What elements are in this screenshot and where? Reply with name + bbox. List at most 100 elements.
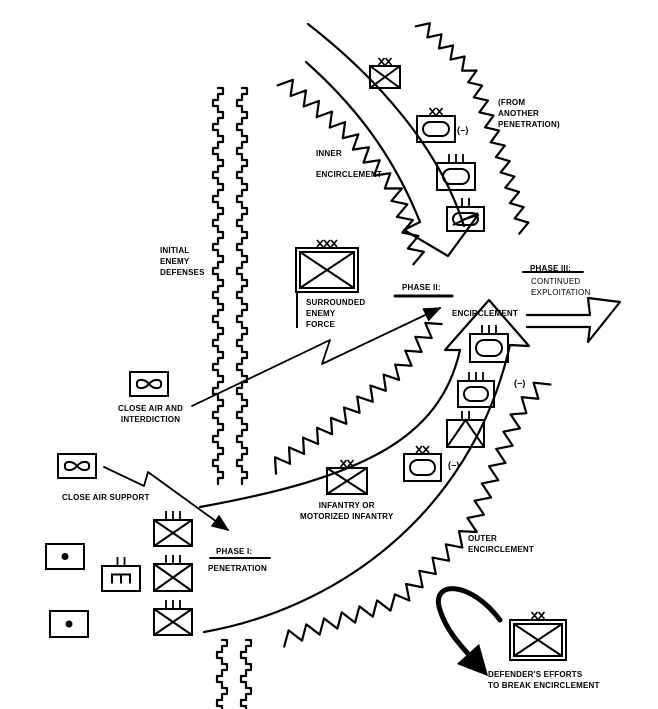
infantry-cross-icon (369, 65, 401, 89)
defender-line2: TO BREAK ENCIRCLEMENT (488, 681, 600, 690)
from-line3: PENETRATION) (498, 120, 560, 129)
phase2-heading: PHASE II: (402, 283, 441, 292)
outer-encirclement-arrow (198, 298, 552, 648)
unit-frame (416, 115, 456, 143)
unit-frame (129, 371, 169, 397)
outer-line1: OUTER (468, 534, 497, 543)
surrounded-enemy-corps-symbol (295, 239, 359, 293)
defenses-line3: DEFENSES (160, 268, 205, 277)
unit-frame (326, 467, 368, 495)
enemy-defense-line-left-lower (215, 638, 229, 709)
unit-frame (101, 565, 141, 592)
phase1-heading: PHASE I: (216, 547, 253, 556)
penetration-infantry-1-symbol (153, 511, 193, 547)
outer-armor-regiment-2-symbol (457, 372, 495, 408)
inner-armor-regiment-symbol (436, 154, 476, 191)
phase3-line2: EXPLOITATION (531, 288, 591, 297)
enemy-defense-line-left (211, 86, 225, 486)
close-air-support-label: CLOSE AIR SUPPORT (62, 493, 150, 502)
reduced-marker-outer: (–) (514, 378, 526, 388)
phase3-line1: CONTINUED (531, 277, 581, 286)
armor-oval-icon (409, 459, 436, 476)
unit-frame (57, 453, 97, 479)
from-line1: (FROM (498, 98, 526, 107)
armor-oval-icon (463, 386, 489, 402)
defenses-line2: ENEMY (160, 257, 190, 266)
cai-line2: INTERDICTION (120, 415, 181, 424)
inner-encirclement-label: INNER ENCIRCLEMENT (316, 148, 382, 180)
outer-line2: ENCIRCLEMENT (468, 545, 534, 554)
unit-frame (403, 453, 442, 482)
phase3-heading: PHASE III: (530, 264, 572, 273)
air-aviation-2-symbol (57, 453, 97, 479)
outer-armor-regiment-1-symbol (469, 325, 509, 363)
defender-division-symbol (509, 611, 567, 661)
infantry-line1: INFANTRY OR (318, 501, 375, 510)
air-aviation-1-symbol (129, 371, 169, 397)
inner-encirclement-zigzag (276, 78, 425, 266)
surrounded-line1: SURROUNDED (306, 298, 366, 307)
reserve-unit-2-symbol (49, 610, 89, 638)
reduced-marker-armor: (–) (448, 460, 460, 470)
infantry-cross-icon (153, 563, 193, 592)
reserve-unit-1-symbol (45, 543, 85, 570)
unit-frame (446, 206, 485, 232)
unit-dot-icon (61, 553, 69, 560)
airborne-chevron-icon (446, 418, 485, 448)
infantry-cross-icon (513, 623, 563, 657)
interdiction-flight-path (191, 307, 442, 407)
aviation-propeller-icon (135, 378, 163, 390)
defender-line1: DEFENDER'S EFFORTS (488, 670, 583, 679)
infantry-line2: MOTORIZED INFANTRY (300, 512, 394, 521)
outer-armor-division-reduced-symbol (403, 445, 442, 482)
surrounded-line3: FORCE (306, 320, 335, 329)
infantry-division-symbol (326, 459, 368, 495)
initial-enemy-defenses-label: INITIAL ENEMY DEFENSES (160, 245, 205, 278)
surrounded-line2: ENEMY (306, 309, 336, 318)
reduced-marker-inner: (–) (457, 125, 469, 135)
penetration-infantry-2-symbol (153, 555, 193, 592)
close-air-support-flight-path (103, 466, 230, 532)
defender-counterattack-arrow (436, 586, 503, 677)
unit-dot-icon (65, 620, 73, 628)
unit-frame (509, 619, 567, 661)
phase2-text: ENCIRCLEMENT (452, 309, 518, 318)
defender-efforts-label: DEFENDER'S EFFORTS TO BREAK ENCIRCLEMENT (488, 669, 600, 691)
middle-encirclement-zigzag (273, 321, 443, 475)
from-another-penetration-label: (FROM ANOTHER PENETRATION) (498, 97, 560, 130)
defenses-line1: INITIAL (160, 246, 190, 255)
enemy-defense-line-right (235, 86, 249, 486)
inner-mech-unit-symbol (446, 198, 485, 232)
phase1-text: PENETRATION (208, 564, 267, 573)
inner-infantry-unit-symbol (369, 57, 401, 89)
cai-line1: CLOSE AIR AND (118, 404, 184, 413)
infantry-cross-icon (299, 251, 355, 289)
inner-label-line1: INNER (316, 149, 342, 158)
penetration-infantry-3-symbol (153, 600, 193, 636)
phase3-arrow-outline (525, 296, 622, 344)
armor-oval-icon (422, 121, 450, 137)
armor-oval-icon (442, 168, 470, 185)
engineer-icon (111, 573, 131, 584)
infantry-cross-icon (326, 467, 368, 495)
aviation-propeller-icon (63, 460, 91, 472)
infantry-cross-icon (153, 519, 193, 547)
phase3-text: CONTINUED EXPLOITATION (531, 276, 590, 298)
unit-frame (45, 543, 85, 570)
outer-airborne-unit-symbol (446, 411, 485, 448)
close-air-interdiction-label: CLOSE AIR AND INTERDICTION (118, 403, 183, 425)
armor-oval-icon (452, 212, 479, 226)
unit-frame (295, 247, 359, 293)
engineer-unit-symbol (101, 557, 141, 592)
another-penetration-zigzag (414, 22, 530, 235)
outer-encirclement-zigzag (283, 381, 552, 648)
outer-encirclement-label: OUTER ENCIRCLEMENT (468, 533, 534, 555)
inner-encirclement-arrow (276, 22, 530, 266)
inner-armor-unit-reduced-symbol (416, 107, 456, 143)
mech-slash-icon (452, 212, 479, 226)
infantry-label: INFANTRY OR MOTORIZED INFANTRY (300, 500, 393, 522)
surrounded-enemy-force-label: SURROUNDED ENEMY FORCE (306, 297, 365, 330)
unit-frame (369, 65, 401, 89)
